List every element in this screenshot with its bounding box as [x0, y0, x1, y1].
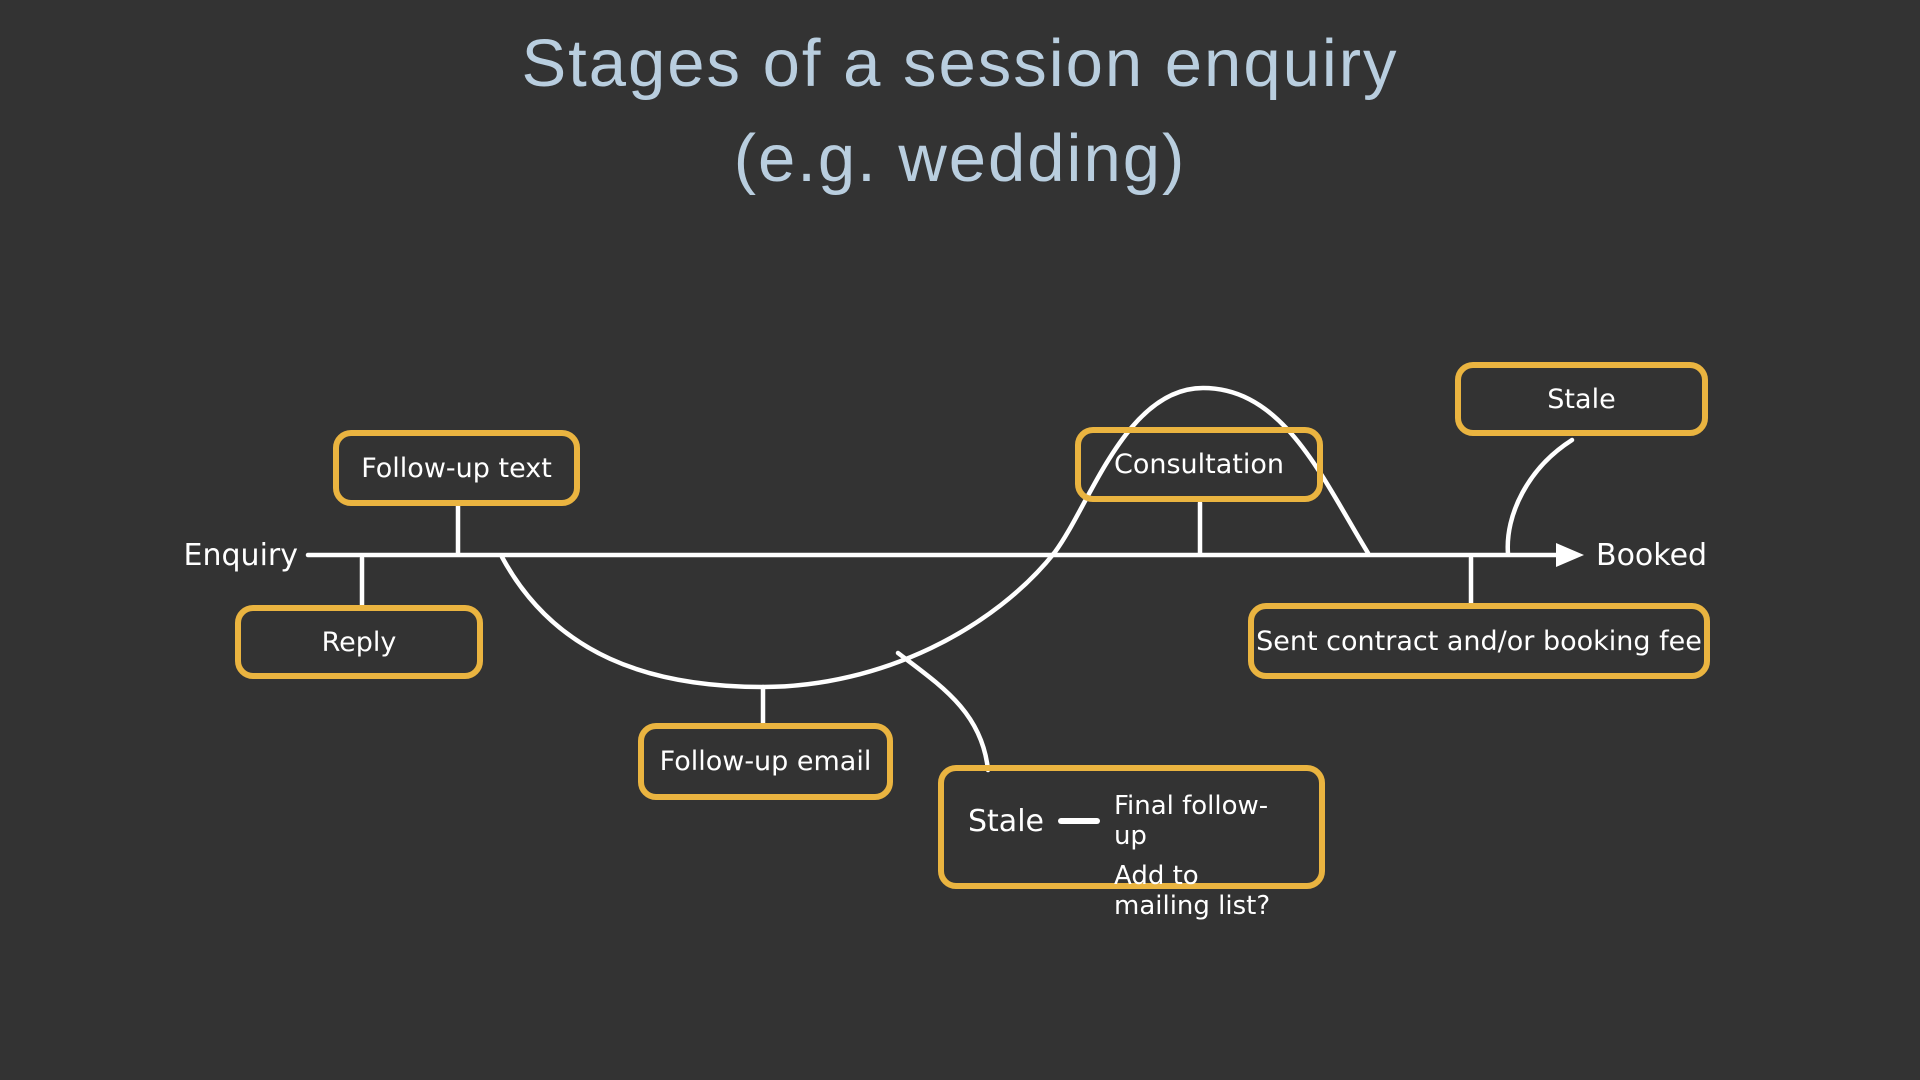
dash-icon — [1057, 818, 1100, 824]
node-follow-up-email: Follow-up email — [638, 723, 893, 800]
node-follow-up-text: Follow-up text — [333, 430, 580, 506]
node-sent-contract-label: Sent contract and/or booking fee — [1256, 625, 1702, 657]
branch-to-stale-final-curve — [895, 650, 991, 773]
arrow-right-icon — [1556, 543, 1584, 567]
node-follow-up-text-label: Follow-up text — [361, 452, 552, 484]
node-consultation: Consultation — [1075, 427, 1323, 502]
node-reply-label: Reply — [321, 626, 397, 658]
node-stale: Stale — [1455, 362, 1708, 436]
node-consultation-label: Consultation — [1113, 449, 1284, 480]
timeline-end-label: Booked — [1596, 538, 1708, 573]
node-sent-contract: Sent contract and/or booking fee — [1248, 603, 1710, 679]
stale-final-row1: Stale Final follow-up — [968, 791, 1301, 851]
node-stale-final: Stale Final follow-up Add to mailing lis… — [938, 765, 1325, 921]
stale-final-stale-label: Stale — [968, 803, 1044, 839]
page-title-line2: (e.g. wedding) — [733, 121, 1187, 197]
page-title: Stages of a session enquiry (e.g. weddin… — [0, 16, 1920, 206]
stale-final-question-label: Add to mailing list? — [1114, 861, 1271, 921]
booked-to-stale-curve — [1505, 437, 1575, 557]
timeline-start-label: Enquiry — [183, 538, 298, 573]
page-title-line1: Stages of a session enquiry — [521, 26, 1399, 101]
node-reply: Reply — [235, 605, 483, 679]
node-follow-up-email-label: Follow-up email — [659, 746, 872, 777]
stale-final-action-label: Final follow-up — [1113, 791, 1269, 851]
node-stale-label: Stale — [1547, 383, 1616, 415]
dip-and-arch-curve — [499, 385, 1371, 690]
